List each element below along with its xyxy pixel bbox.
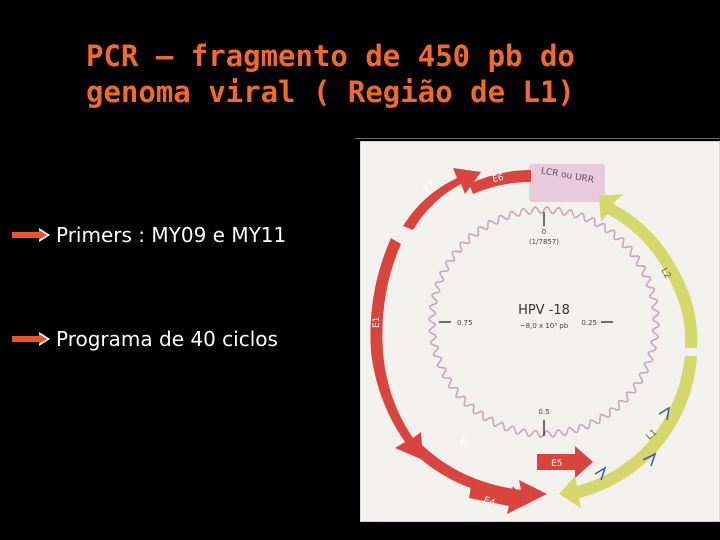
position-bottom: 0.5 <box>538 408 549 416</box>
late-promoter-mark-2 <box>642 452 657 467</box>
genome-map-graphic: LCR ou URR E7 E6 E1 E2 E5 E4 L2 L1 0 (1/… <box>370 164 698 514</box>
gene-label-e5: E5 <box>551 459 562 469</box>
gene-e7-arrow <box>403 168 481 230</box>
title-line-2: genoma viral ( Região de L1) <box>86 75 575 109</box>
figure-top-rule <box>355 138 719 139</box>
gene-e6-arrow <box>469 170 531 194</box>
gene-e1-arrow <box>370 238 423 460</box>
bullet-program-text: Programa de 40 ciclos <box>56 327 278 351</box>
gene-e5-arrow <box>537 446 593 478</box>
position-top-sub: (1/7857) <box>529 238 559 246</box>
gene-label-l2: L2 <box>658 267 672 281</box>
gene-label-e2: E2 <box>457 436 472 451</box>
bullet-primers: Primers : MY09 e MY11 <box>12 223 286 247</box>
genome-name: HPV -18 <box>518 303 570 318</box>
bullet-program: Programa de 40 ciclos <box>12 327 278 351</box>
gene-e4-arrow <box>469 486 527 514</box>
position-right: 0.25 <box>581 319 597 327</box>
position-left: 0.75 <box>457 319 473 327</box>
orange-arrow-icon <box>12 332 50 346</box>
hpv18-genome-map: LCR ou URR E7 E6 E1 E2 E5 E4 L2 L1 0 (1/… <box>360 141 720 522</box>
gene-label-e6: E6 <box>492 173 506 185</box>
slide-title: PCR – fragmento de 450 pb do genoma vira… <box>86 38 686 110</box>
bullet-primers-text: Primers : MY09 e MY11 <box>56 223 287 247</box>
late-promoter-mark-1 <box>658 406 671 421</box>
late-promoter-mark-3 <box>594 466 607 481</box>
orange-arrow-icon <box>12 228 50 242</box>
genome-size: ~8,0 x 10³ pb <box>520 322 569 330</box>
gene-label-e1: E1 <box>372 317 382 328</box>
gene-l2-arrow <box>599 194 698 348</box>
position-top: 0 <box>542 228 546 236</box>
gene-l1-arrow <box>559 356 697 508</box>
title-line-1: PCR – fragmento de 450 pb do <box>86 39 575 73</box>
genome-circle <box>427 205 661 439</box>
lcr-box <box>529 164 605 202</box>
gene-label-e4: E4 <box>482 495 496 508</box>
